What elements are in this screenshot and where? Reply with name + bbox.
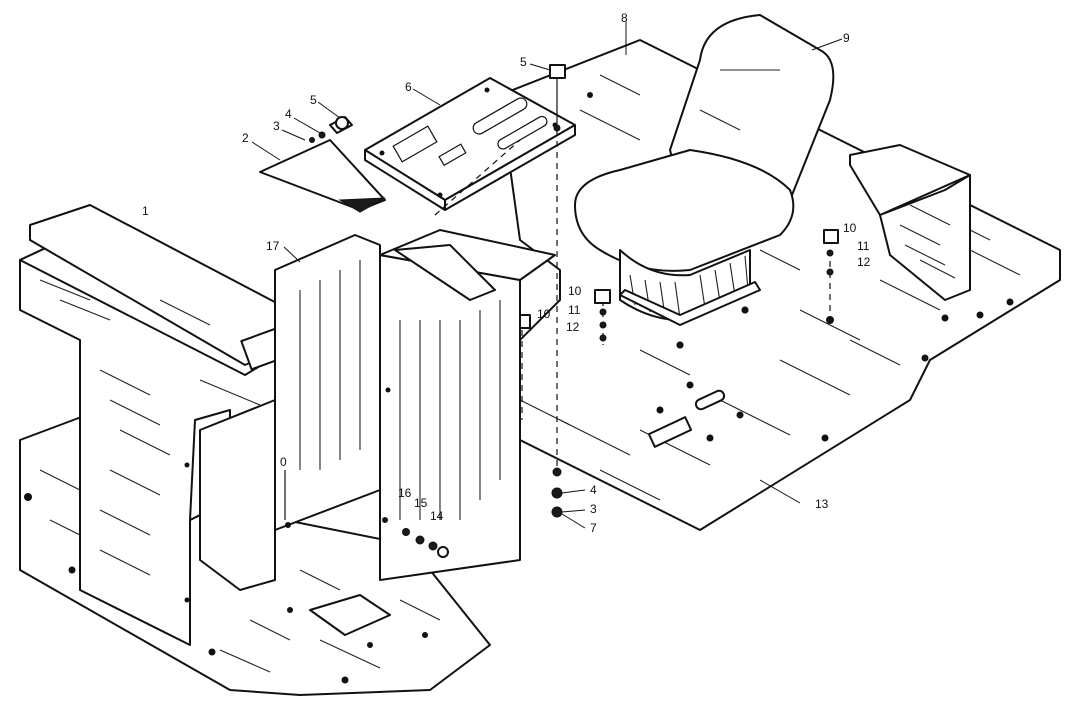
side-bracket-box	[849, 144, 971, 301]
callout-4: 4	[590, 483, 597, 497]
callout-10: 10	[537, 307, 551, 321]
fastener-stack-seat	[594, 289, 611, 342]
callout-11: 11	[857, 239, 870, 253]
callout-3: 3	[590, 502, 597, 516]
callout-11: 11	[568, 303, 581, 317]
callout-3: 3	[273, 119, 280, 133]
callout-10: 10	[843, 221, 857, 235]
callout-2: 2	[242, 131, 249, 145]
callout-16: 16	[398, 486, 412, 500]
callout-leaders	[251, 22, 843, 529]
callout-9: 9	[843, 31, 850, 45]
operator-seat	[574, 14, 835, 349]
callout-7: 7	[590, 521, 597, 535]
callout-13: 13	[815, 497, 829, 511]
callout-8: 8	[621, 11, 628, 25]
center-console-panel	[199, 229, 556, 591]
callout-12: 12	[857, 255, 871, 269]
left-console	[19, 204, 321, 646]
bolt-top-center	[549, 64, 566, 132]
bolt-top-left	[309, 116, 353, 143]
fastener-stack-center	[551, 467, 563, 518]
callout-4: 4	[285, 107, 292, 121]
callout-15: 15	[414, 496, 428, 510]
small-plate	[259, 139, 386, 213]
fastener-stack-right	[823, 229, 839, 276]
top-cover-plate	[364, 77, 576, 211]
callout-5: 5	[310, 93, 317, 107]
callout-5: 5	[520, 55, 527, 69]
callout-10: 10	[568, 284, 582, 298]
callout-14: 14	[430, 509, 444, 523]
callout-17: 17	[266, 239, 280, 253]
callout-12: 12	[566, 320, 580, 334]
callout-labels: 2 3 4 5 5 6 8 9 10 10 10 11 11 12 12 13 …	[142, 11, 871, 535]
callout-1: 1	[142, 204, 149, 218]
callout-6: 6	[405, 80, 412, 94]
callout-0: 0	[280, 455, 287, 469]
